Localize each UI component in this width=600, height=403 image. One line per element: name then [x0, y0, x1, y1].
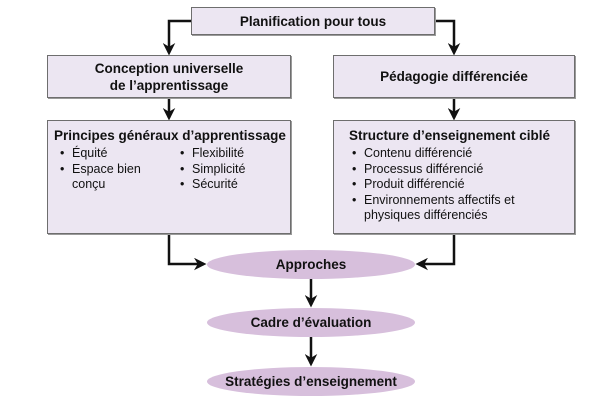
list-item: Flexibilité: [178, 146, 290, 162]
assessment-framework-ellipse: Cadre d’évaluation: [207, 308, 415, 337]
list-item: Contenu différencié: [350, 146, 530, 162]
planning-for-all-label: Planification pour tous: [239, 13, 387, 29]
planning-for-all-box: Planification pour tous: [191, 7, 435, 35]
learning-principles-title: Principes généraux d’apprentissage: [54, 128, 286, 143]
structure-list: Contenu différencié Processus différenci…: [349, 146, 530, 224]
arrow-principles-to-approches: [167, 235, 207, 271]
arrow-structure-to-approches: [415, 235, 456, 271]
udl-box: Conception universelle de l’apprentissag…: [47, 55, 291, 98]
principles-list-col1: Équité Espace bien conçu: [58, 146, 170, 193]
list-item: Environnements affectifs et physiques di…: [350, 193, 530, 224]
teaching-strategies-ellipse: Stratégies d’enseignement: [207, 367, 415, 396]
differentiated-instruction-box: Pédagogie différenciée: [333, 55, 575, 98]
udl-label-line1: Conception universelle: [94, 60, 244, 76]
list-item: Espace bien conçu: [58, 162, 150, 193]
list-item: Simplicité: [178, 162, 290, 178]
udl-label-line2: de l’apprentissage: [109, 77, 229, 93]
targeted-teaching-structure-box: Structure d’enseignement ciblé Contenu d…: [333, 120, 575, 234]
approaches-label: Approches: [275, 257, 347, 272]
teaching-strategies-label: Stratégies d’enseignement: [225, 374, 397, 389]
assessment-framework-label: Cadre d’évaluation: [250, 315, 372, 330]
learning-principles-box: Principes généraux d’apprentissage Équit…: [47, 120, 291, 234]
arrow-top-to-left: [162, 19, 191, 56]
approaches-ellipse: Approches: [207, 250, 415, 279]
list-item: Produit différencié: [350, 177, 530, 193]
targeted-teaching-structure-title: Structure d’enseignement ciblé: [349, 128, 551, 143]
principles-list-col2: Flexibilité Simplicité Sécurité: [178, 146, 290, 193]
list-item: Sécurité: [178, 177, 290, 193]
list-item: Processus différencié: [350, 162, 530, 178]
arrow-top-to-right: [435, 19, 461, 56]
list-item: Équité: [58, 146, 170, 162]
differentiated-instruction-label: Pédagogie différenciée: [380, 69, 528, 84]
